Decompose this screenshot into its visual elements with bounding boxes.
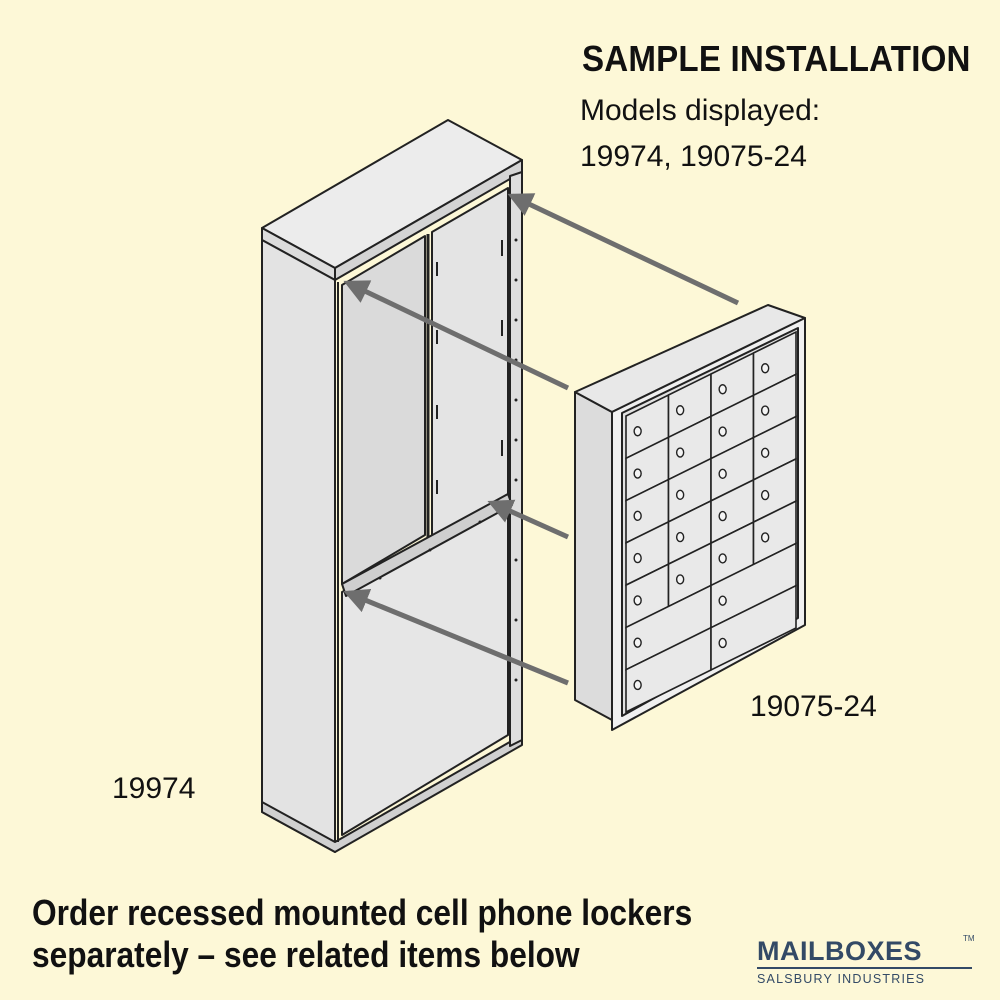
door-lock-icon [675,531,685,543]
logo-tagline: SALSBURY INDUSTRIES [757,972,926,986]
door-lock-icon [718,468,727,480]
cabinet-model-label: 19974 [112,772,196,805]
cabinet-left-side [261,239,336,853]
logo-wordmark: MAILBOXES [757,936,923,966]
locker-door [710,584,797,672]
door-lock-icon [760,532,770,543]
arrow-bottom-left [343,589,569,686]
door-lock-icon [633,637,642,648]
locker-model-label: 19075-24 [750,690,877,723]
door-lock-icon [760,363,770,374]
logo-trademark: TM [963,934,975,943]
install-arrows [343,193,740,686]
arrow-top-left [343,280,570,391]
arrow-top-right [507,193,740,306]
footer-line-1: Order recessed mounted cell phone locker… [32,892,693,933]
door-lock-icon [675,405,685,416]
door-lock-icon [633,426,642,437]
door-lock-icon [675,489,685,501]
door-lock-icon [760,447,770,459]
door-lock-icon [633,510,642,522]
cabinet-right-post [509,171,523,747]
door-lock-icon [718,510,727,522]
locker-box-side [574,391,613,721]
door-lock-icon [675,574,685,585]
door-lock-icon [633,595,642,606]
cabinet-upper-bay-right [431,187,509,539]
door-lock-icon [718,637,727,649]
page-title: SAMPLE INSTALLATION [582,38,971,79]
door-lock-icon [718,595,727,606]
door-lock-icon [760,405,770,416]
footer-line-2: separately – see related items below [32,934,580,975]
arrow-mid-right [487,499,570,540]
door-lock-icon [718,553,727,564]
door-lock-icon [675,447,685,458]
cabinet-upper-bay-left [341,235,426,585]
door-lock-icon [633,552,642,564]
logo-divider [757,967,972,969]
door-lock-icon [718,384,727,395]
door-lock-icon [633,468,642,479]
door-lock-icon [718,426,727,437]
locker-doors [625,330,797,714]
models-label: Models displayed: [580,94,821,127]
models-list: 19974, 19075-24 [580,140,807,173]
cabinet-19974-drawing [261,119,523,853]
door-lock-icon [633,679,642,691]
door-lock-icon [760,489,770,501]
